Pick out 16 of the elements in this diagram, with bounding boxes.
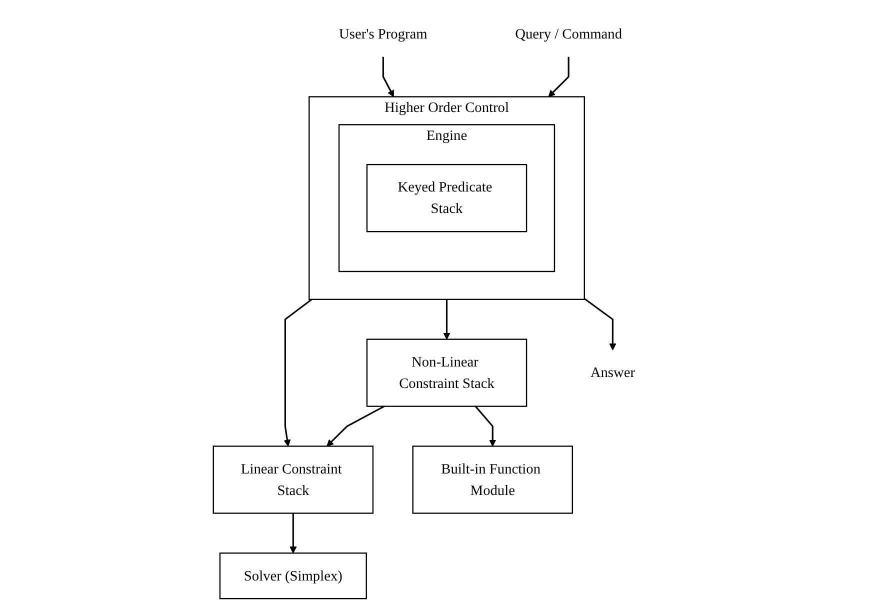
node-text: Query / Command <box>514 26 622 42</box>
arrow <box>474 406 496 447</box>
arrow <box>584 298 616 350</box>
node-box: Non-Linear Constraint Stack <box>366 338 527 407</box>
arrow <box>284 298 312 447</box>
node-box: Built-in Function Module <box>412 446 573 514</box>
node-box: Solver (Simplex) <box>219 552 367 600</box>
node-text: User's Program <box>338 26 428 42</box>
arrow <box>289 513 296 554</box>
node-box: Linear Constraint Stack <box>212 446 374 514</box>
node-text: Answer <box>590 364 635 380</box>
node-box: Keyed Predicate Stack <box>366 164 527 232</box>
arrow <box>382 56 394 98</box>
arrow <box>326 406 384 447</box>
arrow <box>443 299 450 340</box>
arrow <box>548 56 570 98</box>
